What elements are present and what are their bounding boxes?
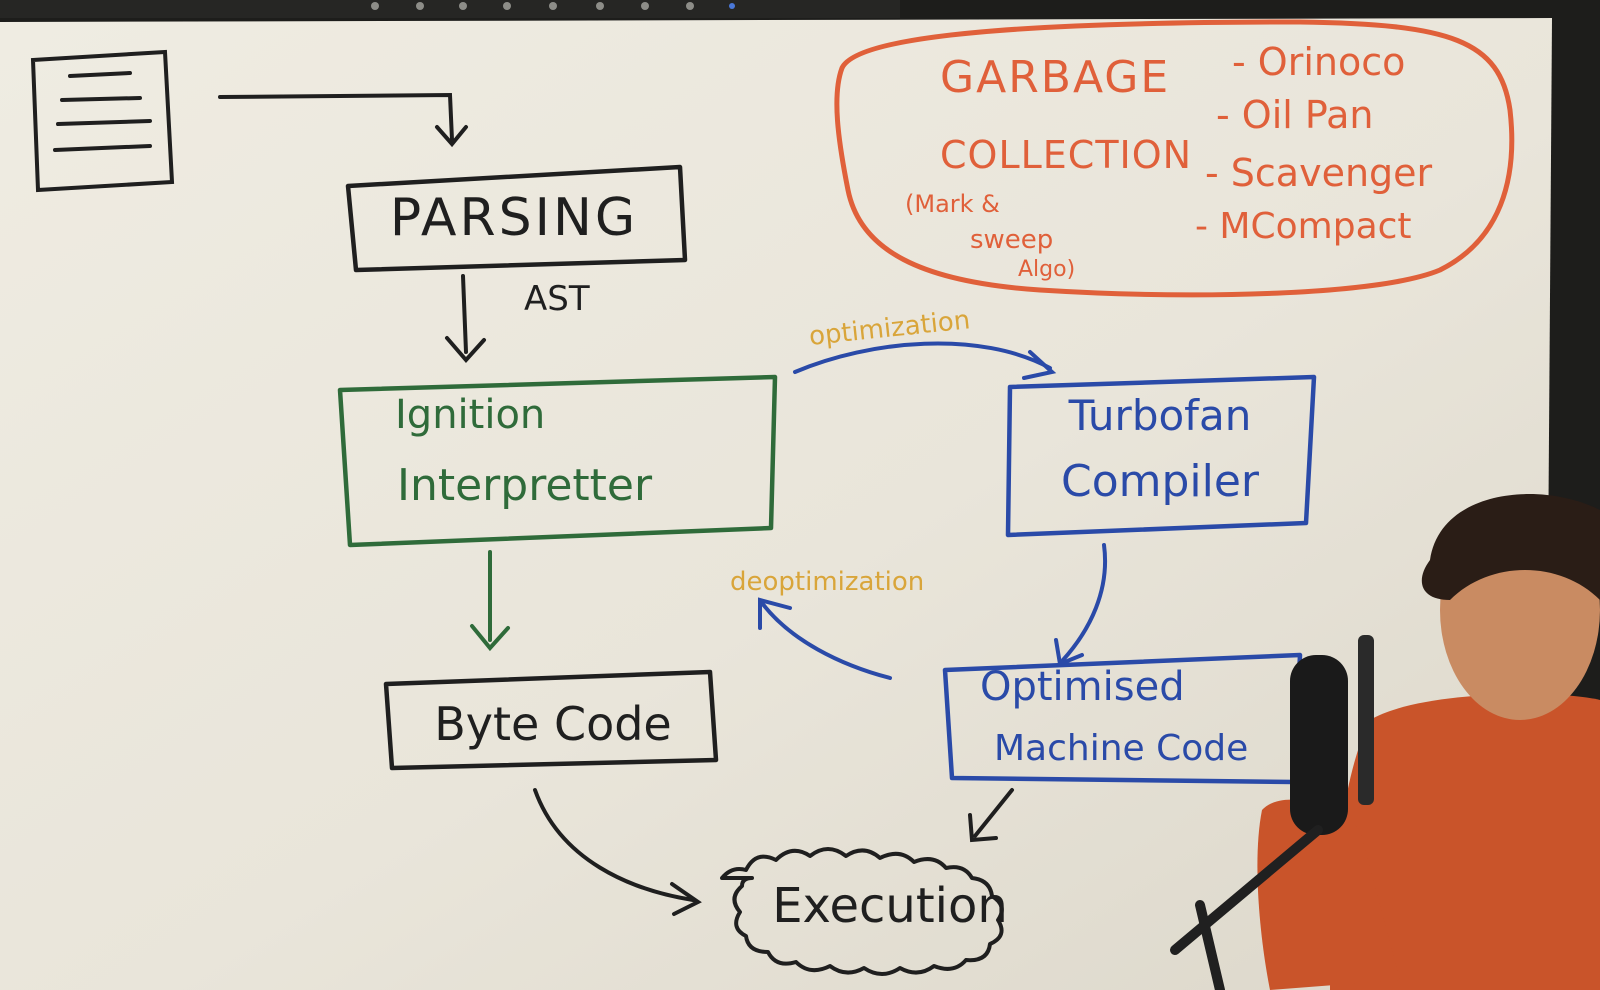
optimised-to-execution-arrow xyxy=(973,788,1014,838)
eraser-tool-icon[interactable] xyxy=(503,2,511,10)
turbofan-to-optimised-arrow xyxy=(1061,543,1107,662)
mic-mount xyxy=(1358,635,1374,805)
gc-note-line2: sweep xyxy=(970,225,1053,255)
gc-note-line1: (Mark & xyxy=(905,190,1000,218)
ignition-label-line2: Interpretter xyxy=(397,460,653,511)
turbofan-label-line2: Compiler xyxy=(1061,456,1260,507)
gc-item: - MCompact xyxy=(1195,206,1412,247)
gc-title-line2: COLLECTION xyxy=(940,133,1192,177)
gc-note-line3: Algo) xyxy=(1018,257,1075,282)
execution-node: Execution xyxy=(720,847,1008,976)
bytecode-to-execution-arrow xyxy=(533,788,695,902)
arrowhead xyxy=(670,882,702,916)
source-document-icon xyxy=(30,49,175,193)
ast-edge-label: AST xyxy=(524,279,590,319)
garbage-collection-outline xyxy=(834,19,1515,298)
turbofan-label-line1: Turbofan xyxy=(1068,391,1252,440)
bytecode-label: Byte Code xyxy=(434,697,672,751)
gc-item: - Scavenger xyxy=(1205,151,1433,195)
shape-tool-icon[interactable] xyxy=(549,2,557,10)
optimised-label-line2: Machine Code xyxy=(994,728,1248,769)
gc-item: - Oil Pan xyxy=(1216,93,1373,137)
gc-title-line1: GARBAGE xyxy=(940,52,1170,103)
garbage-collection-group: GARBAGE COLLECTION (Mark & sweep Algo) -… xyxy=(834,19,1515,298)
arrowhead xyxy=(445,336,486,364)
mic-stand-arm xyxy=(1170,825,1323,955)
optimization-arrow xyxy=(793,341,1052,374)
arrowhead xyxy=(1022,350,1057,380)
toolbar-icons xyxy=(371,2,735,10)
color-swatch-icon[interactable] xyxy=(729,3,735,9)
optimised-label-line1: Optimised xyxy=(980,664,1185,710)
marker-tool-icon[interactable] xyxy=(459,2,467,10)
execution-label: Execution xyxy=(772,878,1008,934)
board-surface xyxy=(0,18,1552,990)
highlighter-tool-icon[interactable] xyxy=(416,2,424,10)
gc-item: - Orinoco xyxy=(1232,40,1405,84)
clear-tool-icon[interactable] xyxy=(686,2,694,10)
select-tool-icon[interactable] xyxy=(596,2,604,10)
deoptimization-arrow xyxy=(760,601,892,680)
presenter-hair xyxy=(1421,494,1600,600)
presenter-shirt xyxy=(1330,694,1600,990)
microphone-icon xyxy=(1290,655,1348,835)
top-toolbar xyxy=(0,0,900,18)
parsing-label: PARSING xyxy=(390,188,638,248)
arrowhead xyxy=(758,597,792,630)
presenter-webcam-overlay xyxy=(1170,494,1600,990)
turbofan-node: Turbofan Compiler xyxy=(1005,374,1317,538)
ignition-label-line1: Ignition xyxy=(395,392,545,438)
document-to-parsing-arrow xyxy=(218,92,454,142)
pen-tool-icon[interactable] xyxy=(371,2,379,10)
mic-stand-leg xyxy=(1195,900,1225,990)
arrowhead xyxy=(470,624,510,652)
ignition-node: Ignition Interpretter xyxy=(337,374,778,548)
parsing-node: PARSING xyxy=(345,164,688,273)
arrowhead xyxy=(968,813,998,843)
image-tool-icon[interactable] xyxy=(641,2,649,10)
deoptimization-edge-label: deoptimization xyxy=(730,567,924,597)
parsing-to-ignition-arrow xyxy=(461,274,468,354)
bytecode-node: Byte Code xyxy=(383,669,719,771)
arrowhead xyxy=(435,125,468,148)
